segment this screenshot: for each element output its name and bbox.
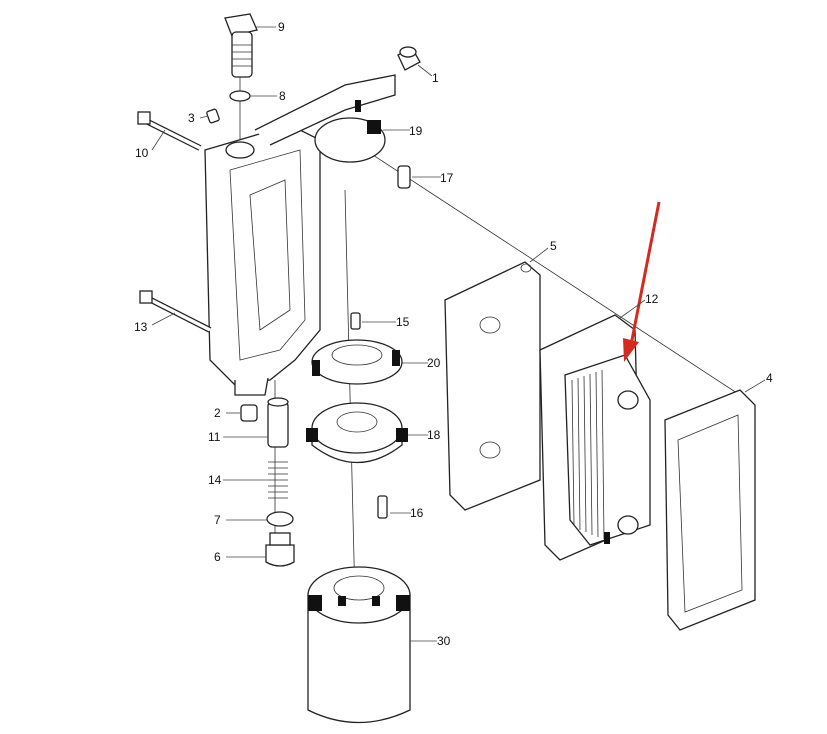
callout-8: 8 bbox=[279, 89, 286, 103]
part-gasket-5 bbox=[444, 261, 541, 511]
callout-7: 7 bbox=[214, 513, 221, 527]
part-bolt-9 bbox=[224, 13, 258, 78]
callout-15: 15 bbox=[396, 315, 410, 329]
part-plug-1 bbox=[397, 46, 421, 71]
callout-17: 17 bbox=[440, 171, 454, 185]
callout-14: 14 bbox=[208, 473, 222, 487]
part-spring-14 bbox=[268, 461, 288, 499]
callout-4: 4 bbox=[766, 371, 773, 385]
callout-10: 10 bbox=[135, 146, 149, 160]
callout-12: 12 bbox=[645, 292, 659, 306]
callout-13: 13 bbox=[134, 320, 148, 334]
callout-19: 19 bbox=[409, 124, 423, 138]
leader-lines bbox=[151, 26, 766, 642]
part-oring-8 bbox=[229, 90, 251, 102]
callout-18: 18 bbox=[427, 428, 441, 442]
highlight-arrow bbox=[623, 201, 661, 362]
callout-30: 30 bbox=[437, 634, 451, 648]
callout-11: 11 bbox=[208, 430, 221, 444]
callout-16: 16 bbox=[410, 506, 424, 520]
part-adapter-18 bbox=[306, 402, 408, 464]
callout-20: 20 bbox=[427, 356, 441, 370]
part-gasket-4 bbox=[664, 389, 756, 631]
part-washer-7 bbox=[266, 511, 294, 527]
part-oil-cooler-12 bbox=[539, 314, 651, 561]
part-fitting-17 bbox=[397, 165, 411, 189]
callout-2: 2 bbox=[214, 406, 221, 420]
part-bolt-10 bbox=[137, 111, 202, 151]
part-valve-11 bbox=[267, 397, 289, 448]
callout-1: 1 bbox=[432, 71, 439, 85]
part-bolt-13 bbox=[139, 290, 212, 333]
callout-3: 3 bbox=[188, 111, 195, 125]
callout-5: 5 bbox=[550, 239, 557, 253]
part-screw-3 bbox=[206, 108, 220, 124]
callout-9: 9 bbox=[278, 20, 285, 34]
part-filter-30 bbox=[307, 566, 411, 724]
part-screw-16 bbox=[377, 495, 388, 519]
part-pin-15 bbox=[350, 312, 361, 330]
part-housing bbox=[204, 74, 396, 396]
callout-6: 6 bbox=[214, 550, 221, 564]
part-plug-6 bbox=[265, 532, 295, 567]
part-plate-20 bbox=[311, 339, 403, 385]
callout-labels: 9 1 8 3 19 10 17 5 12 4 13 15 20 2 18 11… bbox=[134, 20, 773, 648]
part-plug-2 bbox=[240, 404, 258, 422]
